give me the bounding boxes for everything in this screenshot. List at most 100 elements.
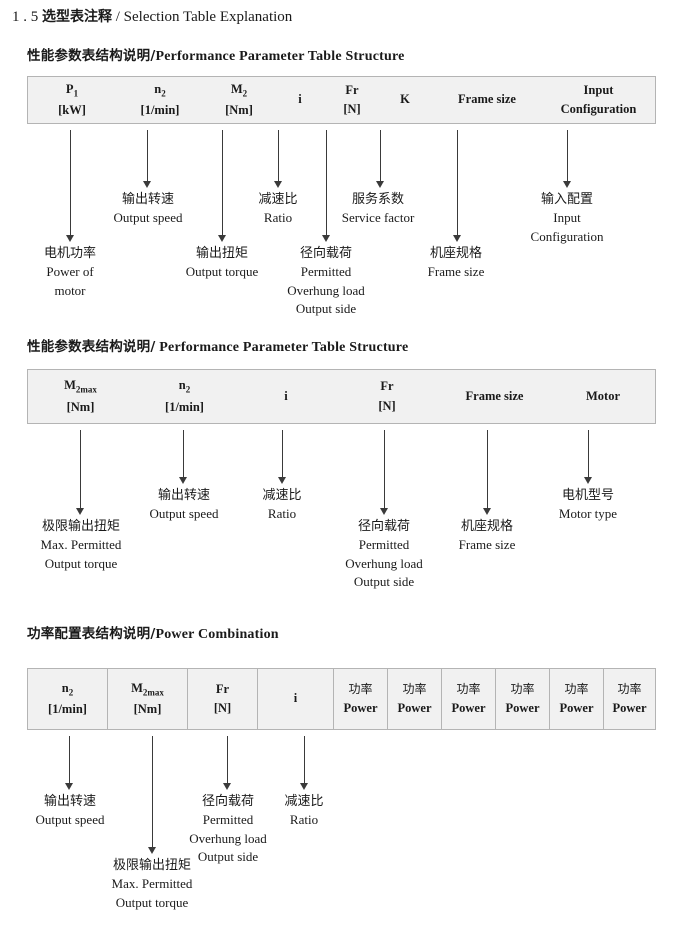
note-overhung-load-2-en-1: Permitted <box>358 537 410 553</box>
arrow-to-ratio-3 <box>299 736 310 790</box>
table-3-col-power-2-en: Power <box>397 700 432 715</box>
note-output-speed-2-en: Output speed <box>149 506 219 522</box>
table-1-col-p1-symbol: P1 <box>65 81 79 99</box>
page-title-en: Selection Table Explanation <box>123 9 293 25</box>
note-input-configuration-en-2: Configuration <box>530 228 604 244</box>
note-output-torque: 输出扭矩 Output torque <box>186 245 259 282</box>
note-overhung-load-2: 径向载荷 Permitted Overhung load Output side <box>345 518 423 592</box>
table-1-col-p1: P1 [kW] <box>28 77 116 123</box>
table-3-col-fr-unit: [N] <box>213 701 232 715</box>
note-power-of-motor-en-1: Power of <box>46 264 94 280</box>
table-3-col-fr: Fr [N] <box>187 669 257 729</box>
note-overhung-load-3: 径向载荷 Permitted Overhung load Output side <box>189 793 267 867</box>
section-3-heading-cn: 功率配置表结构说明 <box>27 626 151 642</box>
table-3-col-m2max-unit: [Nm] <box>133 702 162 717</box>
table-3-col-n2-unit: [1/min] <box>48 702 87 717</box>
arrow-to-frame-size <box>452 130 463 242</box>
page-title-cn: 选型表注释 <box>42 9 112 25</box>
table-1-col-input-configuration-line2: Configuration <box>560 102 637 116</box>
arrow-to-output-speed-3 <box>64 736 75 790</box>
table-1-col-m2: M2 [Nm] <box>204 77 274 123</box>
section-1-heading: 性能参数表结构说明/Performance Parameter Table St… <box>27 44 405 65</box>
table-2-col-m2max-symbol: M2max <box>64 378 97 395</box>
note-max-permitted-output-torque-2-cn: 极限输出扭矩 <box>41 519 121 534</box>
arrow-to-output-speed-2 <box>178 430 189 484</box>
section-2-heading-sep: / <box>150 339 156 355</box>
arrow-to-max-permitted-output-torque-2 <box>75 430 86 515</box>
note-motor-type-cn: 电机型号 <box>561 488 615 503</box>
table-1-col-input-configuration-line1: Input <box>583 82 614 97</box>
note-overhung-load-1-en-2: Overhung load <box>287 282 365 298</box>
table-1-col-n2-unit: [1/min] <box>140 103 180 118</box>
note-output-speed-3-en: Output speed <box>35 812 105 828</box>
arrow-to-service-factor <box>375 130 386 188</box>
note-max-permitted-output-torque-2: 极限输出扭矩 Max. Permitted Output torque <box>41 518 122 573</box>
table-1-col-input-configuration: Input Configuration <box>542 77 655 123</box>
table-1-col-p1-unit: [kW] <box>58 103 86 118</box>
note-output-speed-3: 输出转速 Output speed <box>36 793 105 830</box>
note-power-of-motor-en-2: motor <box>54 282 86 298</box>
table-3-col-n2-symbol: n2 <box>61 680 74 698</box>
note-output-speed-2: 输出转速 Output speed <box>150 487 219 524</box>
section-1-heading-cn: 性能参数表结构说明 <box>27 48 151 64</box>
note-input-configuration-cn: 输入配置 <box>540 192 593 207</box>
arrow-to-motor-type <box>583 430 594 484</box>
section-1-heading-en: Performance Parameter Table Structure <box>155 49 405 64</box>
table-3-col-power-5-cn: 功率 <box>564 682 589 697</box>
table-2-col-m2max: M2max [Nm] <box>28 370 133 423</box>
table-3-col-power-2-cn: 功率 <box>402 682 427 697</box>
section-3-heading: 功率配置表结构说明/Power Combination <box>27 622 279 643</box>
arrow-to-power-of-motor <box>65 130 76 242</box>
table-3-col-power-4-cn: 功率 <box>510 682 535 697</box>
section-2-heading: 性能参数表结构说明/ Performance Parameter Table S… <box>27 335 408 356</box>
table-3-col-power-3-en: Power <box>451 700 486 715</box>
note-overhung-load-3-en-2: Overhung load <box>189 830 267 846</box>
note-input-configuration: 输入配置 Input Configuration <box>531 191 604 246</box>
note-output-torque-cn: 输出扭矩 <box>195 246 249 261</box>
note-ratio-3-cn: 减速比 <box>284 794 324 809</box>
note-input-configuration-en-1: Input <box>553 210 581 226</box>
note-overhung-load-1: 径向载荷 Permitted Overhung load Output side <box>287 245 365 319</box>
note-output-speed-1-en: Output speed <box>113 210 183 226</box>
note-ratio-1-cn: 减速比 <box>258 192 298 207</box>
title-separator: / <box>115 9 120 25</box>
table-2-col-frame-size: Frame size <box>438 370 551 423</box>
note-ratio-1: 减速比 Ratio <box>258 191 297 228</box>
table-2-col-i: i <box>236 370 336 423</box>
note-max-permitted-output-torque-3: 极限输出扭矩 Max. Permitted Output torque <box>112 857 193 912</box>
note-service-factor: 服务系数 Service factor <box>342 191 415 228</box>
note-output-speed-1: 输出转速 Output speed <box>114 191 183 228</box>
page-title: 1 . 5 选型表注释 / Selection Table Explanatio… <box>12 6 292 26</box>
note-power-of-motor: 电机功率 Power of motor <box>44 245 96 300</box>
table-2-col-n2: n2 [1/min] <box>133 370 236 423</box>
table-3-col-power-6-cn: 功率 <box>617 682 642 697</box>
note-max-permitted-output-torque-3-cn: 极限输出扭矩 <box>112 858 192 873</box>
table-3-col-power-1-cn: 功率 <box>348 682 373 697</box>
note-overhung-load-2-en-3: Output side <box>353 574 415 590</box>
note-max-permitted-output-torque-2-en-1: Max. Permitted <box>40 537 122 553</box>
table-3-col-power-6-en: Power <box>612 700 647 715</box>
arrow-to-overhung-load-3 <box>222 736 233 790</box>
note-service-factor-en: Service factor <box>341 210 415 226</box>
note-service-factor-cn: 服务系数 <box>351 192 405 207</box>
note-output-speed-3-cn: 输出转速 <box>43 794 96 809</box>
table-1-col-k: K <box>378 77 432 123</box>
note-overhung-load-3-en-3: Output side <box>197 849 259 865</box>
table-1-col-m2-unit: [Nm] <box>225 103 253 118</box>
performance-parameter-table-1: P1 [kW] n2 [1/min] M2 [Nm] i Fr [N] K Fr… <box>27 76 656 124</box>
table-1-col-n2-symbol: n2 <box>154 81 166 99</box>
table-3-col-power-5-en: Power <box>559 700 594 715</box>
table-1-col-n2: n2 [1/min] <box>116 77 204 123</box>
arrow-to-input-configuration <box>562 130 573 188</box>
table-1-col-frame-size: Frame size <box>432 77 542 123</box>
table-2-col-m2max-unit: [Nm] <box>66 399 95 414</box>
section-3-heading-en: Power Combination <box>155 627 279 642</box>
table-2-col-fr: Fr [N] <box>336 370 438 423</box>
table-3-col-power-6: 功率 Power <box>603 669 655 729</box>
note-overhung-load-2-cn: 径向载荷 <box>357 519 410 534</box>
table-2-col-motor: Motor <box>551 370 655 423</box>
table-3-col-power-4: 功率 Power <box>495 669 549 729</box>
note-frame-size-2: 机座规格 Frame size <box>459 518 516 555</box>
note-overhung-load-3-cn: 径向载荷 <box>201 794 254 809</box>
